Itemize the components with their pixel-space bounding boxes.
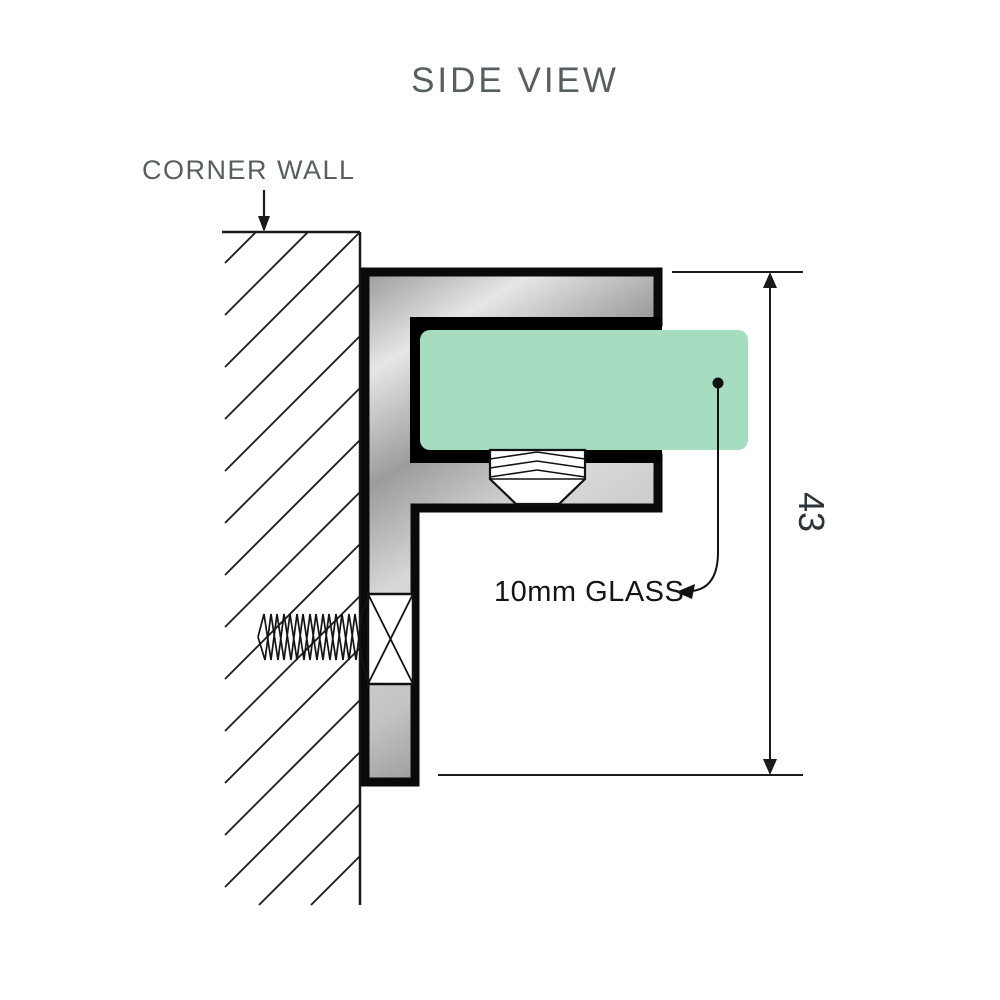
diagram-title: SIDE VIEW bbox=[411, 61, 619, 100]
corner-wall-label: CORNER WALL bbox=[142, 155, 356, 185]
dimension-43 bbox=[438, 271, 803, 776]
glass-leader bbox=[676, 377, 724, 599]
screw-head bbox=[366, 592, 415, 686]
wall-line bbox=[222, 230, 362, 905]
glass-panel bbox=[420, 330, 748, 450]
glass-leader-arrow bbox=[676, 584, 695, 599]
dimension-arrow-bottom bbox=[763, 759, 777, 775]
wall-hatching bbox=[224, 231, 361, 906]
wall-screw bbox=[257, 592, 415, 686]
dimension-value: 43 bbox=[791, 492, 832, 532]
dimension-arrow-top bbox=[763, 272, 777, 288]
grub-screw bbox=[488, 448, 587, 506]
corner-wall-arrow bbox=[258, 190, 270, 232]
glass-label: 10mm GLASS bbox=[494, 576, 684, 608]
screw-threads bbox=[257, 595, 369, 683]
glass-leader-line bbox=[691, 386, 719, 592]
glass-dot bbox=[712, 377, 724, 389]
